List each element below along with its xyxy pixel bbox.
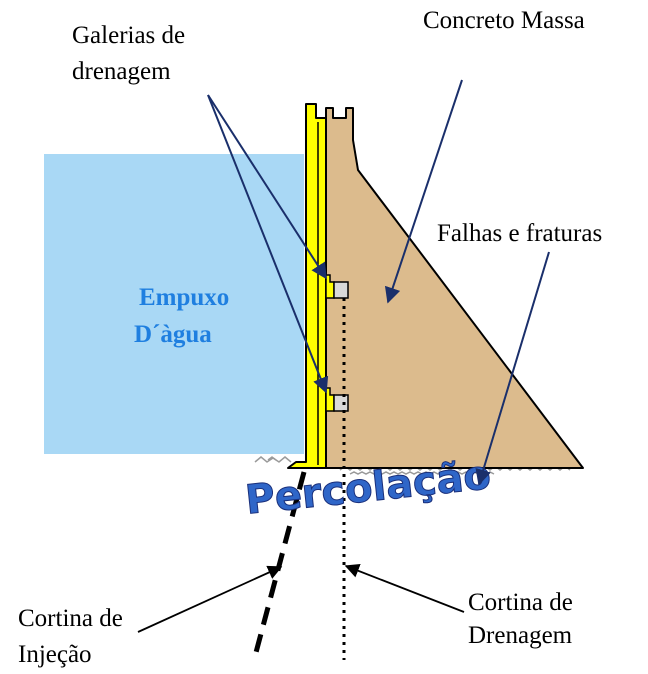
drainage-curtain-label-2: Drenagem (468, 622, 573, 649)
galleries-arrow-1 (207, 94, 327, 280)
faults-arrow (475, 251, 550, 486)
gallery-upper (325, 274, 349, 299)
water-thrust-label-1: Empuxo (139, 284, 229, 311)
concrete-label: Concreto Massa (423, 7, 585, 34)
galleries-label-1: Galerias de (72, 22, 185, 49)
concrete-arrow (384, 79, 463, 304)
grout-curtain-label-2: Injeção (18, 641, 92, 668)
galleries-label-2: drenagem (72, 58, 171, 85)
gallery-lower (325, 387, 349, 412)
reservoir-water (44, 154, 304, 454)
drainage-curtain-label-1: Cortina de (468, 589, 573, 616)
galleries-arrow-2 (207, 94, 329, 394)
dam-body (325, 107, 584, 469)
drainage-curtain-arrow (344, 563, 465, 613)
faults-label: Falhas e fraturas (437, 220, 602, 247)
grout-curtain-label-1: Cortina de (18, 605, 123, 632)
water-thrust-label-2: D´àgua (134, 321, 212, 348)
grout-curtain-arrow (137, 565, 283, 633)
